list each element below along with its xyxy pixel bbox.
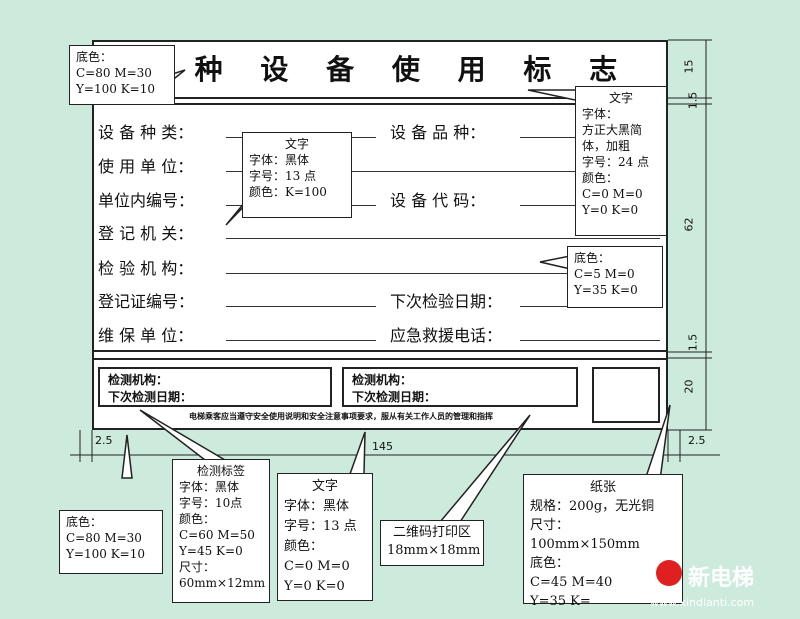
callout-line: 字号：13 点 [284, 519, 357, 534]
qr-code-area [592, 367, 660, 423]
callout-bg-bottom: 底色： C=80 M=30 Y=100 K=10 [59, 510, 163, 574]
label-line: 检测机构： [352, 373, 413, 387]
sign-title: 特 种 设 备 使 用 标 志 [128, 53, 632, 86]
callout-line: 字体：黑体 [249, 153, 310, 167]
callout-line: C=80 M=30 [76, 66, 152, 80]
callout-line: 字号：24 点 [582, 155, 650, 169]
callout-line: Y=45 K=0 [179, 544, 243, 558]
callout-title-text: 文字 字体： 方正大黑简 体，加粗 字号：24 点 颜色： C=0 M=0 Y=… [575, 86, 667, 236]
callout-line: 尺寸：100mm×150mm [530, 518, 640, 552]
callout-line: 方正大黑简 [582, 123, 643, 137]
callout-line: 颜色： [179, 512, 216, 526]
dim-top: 15 [682, 59, 696, 74]
watermark-name: 新电梯 [688, 566, 755, 591]
callout-line: 尺寸： [179, 560, 216, 574]
callout-line: 颜色： [582, 171, 619, 185]
callout-line: 底色： [66, 515, 103, 529]
callout-line: 二维码打印区 [392, 525, 471, 540]
callout-label: 检测标签 字体：黑体 字号：10点 颜色： C=60 M=50 Y=45 K=0… [172, 459, 270, 603]
divider [94, 103, 666, 105]
label-line: 下次检测日期： [352, 390, 437, 404]
callout-line: 文字 [311, 479, 338, 494]
dim-width: 145 [372, 440, 393, 453]
divider [94, 358, 666, 360]
field-line [226, 238, 660, 239]
callout-note-text: 文字 字体：黑体 字号：13 点 颜色： C=0 M=0 Y=0 K=0 [277, 473, 373, 601]
callout-line: 文字 [608, 91, 633, 105]
callout-bg-top: 底色： C=80 M=30 Y=100 K=10 [69, 45, 175, 105]
field-line [226, 340, 376, 341]
callout-line: C=5 M=0 [574, 267, 635, 281]
field-label: 维 保 单 位： [98, 326, 194, 345]
dim-gap: 1.5 [686, 333, 700, 352]
callout-line: 体，加粗 [582, 139, 631, 153]
field-line [226, 171, 660, 172]
field-label: 下次检验日期： [390, 292, 503, 311]
callout-line: C=60 M=50 [179, 528, 255, 542]
callout-line: 字体：黑体 [284, 499, 350, 514]
field-label: 登 记 机 关： [98, 224, 194, 243]
callout-line: 底色： [76, 50, 113, 64]
callout-line: 规格：200g，无光铜 [530, 499, 655, 514]
field-label: 设 备 品 种： [390, 123, 486, 142]
callout-line: 18mm×18mm [387, 543, 481, 558]
safety-note: 电梯乘客应当遵守安全使用说明和安全注意事项要求，服从有关工作人员的管理和指挥 [189, 412, 493, 421]
callout-line: Y=35 K= [530, 594, 591, 609]
label-line: 检测机构： [108, 373, 169, 387]
field-label: 使 用 单 位： [98, 157, 194, 176]
callout-line: Y=100 K=10 [76, 82, 155, 96]
elevator-sign [92, 40, 668, 430]
dim-bottom: 20 [682, 379, 696, 394]
inspection-label: 检测机构： 下次检测日期： [98, 367, 332, 407]
dim-right: 2.5 [688, 434, 706, 447]
callout-field-text: 文字 字体：黑体 字号：13 点 颜色：K=100 [242, 132, 352, 218]
field-line [226, 306, 376, 307]
divider [94, 350, 666, 352]
dim-left: 2.5 [95, 434, 113, 447]
callout-line: Y=0 K=0 [284, 579, 345, 594]
callout-line: C=45 M=40 [530, 575, 613, 590]
callout-line: C=0 M=0 [582, 187, 643, 201]
field-label: 检 验 机 构： [98, 259, 194, 278]
callout-line: C=0 M=0 [284, 559, 350, 574]
callout-line: Y=0 K=0 [582, 203, 639, 217]
dim-middle: 62 [682, 217, 696, 232]
logo-icon [656, 560, 682, 586]
callout-line: 颜色： [284, 539, 324, 554]
inspection-label: 检测机构： 下次检测日期： [342, 367, 578, 407]
callout-line: Y=35 K=0 [574, 283, 638, 297]
field-line [520, 340, 660, 341]
field-label: 应急救援电话： [390, 326, 503, 345]
field-label: 单位内编号： [98, 191, 195, 210]
divider [94, 97, 666, 99]
field-label: 登记证编号： [98, 292, 195, 311]
label-line: 下次检测日期： [108, 390, 193, 404]
callout-line: Y=100 K=10 [66, 547, 145, 561]
callout-line: 颜色：K=100 [249, 185, 327, 199]
callout-line: 字体： [582, 107, 619, 121]
callout-line: 底色： [530, 556, 570, 571]
watermark-url: www.xindianti.com [650, 596, 755, 609]
callout-line: 检测标签 [196, 464, 245, 478]
field-label: 设 备 种 类： [98, 123, 194, 142]
dim-gap: 1.5 [686, 91, 700, 110]
field-line [226, 273, 660, 274]
callout-line: C=80 M=30 [66, 531, 142, 545]
callout-bg-right: 底色： C=5 M=0 Y=35 K=0 [567, 246, 663, 308]
callout-paper: 纸张 规格：200g，无光铜 尺寸：100mm×150mm 底色： C=45 M… [523, 474, 683, 609]
field-label: 设 备 代 码： [390, 191, 486, 210]
callout-line: 文字 [284, 137, 309, 151]
callout-line: 纸张 [589, 480, 616, 495]
callout-line: 字体：黑体 [179, 480, 240, 494]
callout-line: 底色： [574, 251, 611, 265]
callout-line: 60mm×12mm [179, 576, 266, 590]
callout-line: 字号：10点 [179, 496, 243, 510]
callout-line: 字号：13 点 [249, 169, 317, 183]
callout-qr: 二维码打印区 18mm×18mm [380, 520, 484, 566]
